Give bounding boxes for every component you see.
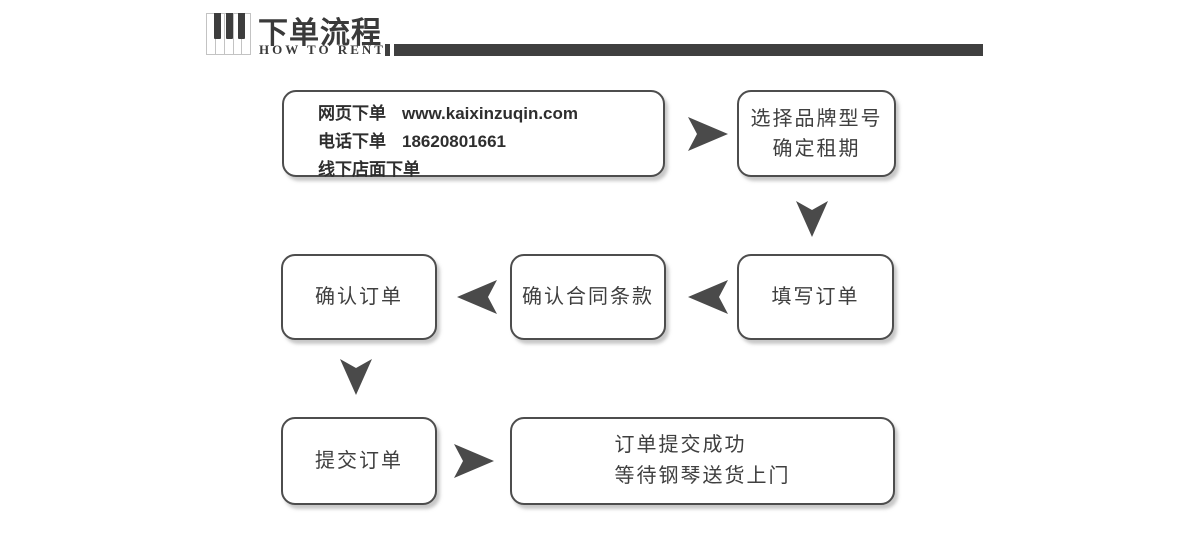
channel-label: 网页下单 <box>318 104 386 123</box>
piano-black-key <box>214 13 221 39</box>
header-bar <box>394 44 983 56</box>
arrow-right-icon <box>454 444 494 478</box>
page-title: 下单流程 <box>258 17 382 50</box>
arrow-left-icon <box>457 280 497 314</box>
flow-box-fill-order: 填写订单 <box>737 254 894 340</box>
order-channel-row: 电话下单 18620801661 <box>318 128 663 156</box>
piano-black-key <box>238 13 245 39</box>
flow-box-submit-order: 提交订单 <box>281 417 437 505</box>
arrow-left-icon <box>688 280 728 314</box>
flow-box-line: 提交订单 <box>315 450 403 472</box>
channel-value: www.kaixinzuqin.com <box>402 104 579 123</box>
arrow-right-icon <box>688 117 728 151</box>
page-subtitle: HOW TO RENT <box>259 42 386 57</box>
header-bar-tick <box>385 44 390 56</box>
arrow-down-icon <box>340 359 372 395</box>
flow-box-line: 选择品牌型号 <box>750 107 883 130</box>
flow-box-line: 订单提交成功 <box>614 434 747 456</box>
flow-box-line: 确认订单 <box>315 286 403 308</box>
channel-label: 线下店面下单 <box>318 160 420 179</box>
flow-box-line: 确认合同条款 <box>522 286 654 308</box>
channel-label: 电话下单 <box>318 132 386 151</box>
piano-keys-icon <box>206 13 251 55</box>
flow-box-line: 确定租期 <box>772 137 861 160</box>
flow-box-line: 填写订单 <box>771 286 860 308</box>
order-channel-row: 网页下单 www.kaixinzuqin.com <box>318 100 663 128</box>
flow-box-confirm-terms: 确认合同条款 <box>510 254 666 340</box>
flow-box-success-lines: 订单提交成功 等待钢琴送货上门 <box>615 430 791 492</box>
order-channel-row: 线下店面下单 <box>318 156 663 184</box>
flow-box-success: 订单提交成功 等待钢琴送货上门 <box>510 417 895 505</box>
flow-box-confirm-order: 确认订单 <box>281 254 437 340</box>
channel-value: 18620801661 <box>402 132 507 151</box>
piano-black-key <box>226 13 233 39</box>
flow-box-line: 等待钢琴送货上门 <box>614 465 791 487</box>
arrow-down-icon <box>796 201 828 237</box>
flow-box-select-model: 选择品牌型号 确定租期 <box>737 90 896 177</box>
